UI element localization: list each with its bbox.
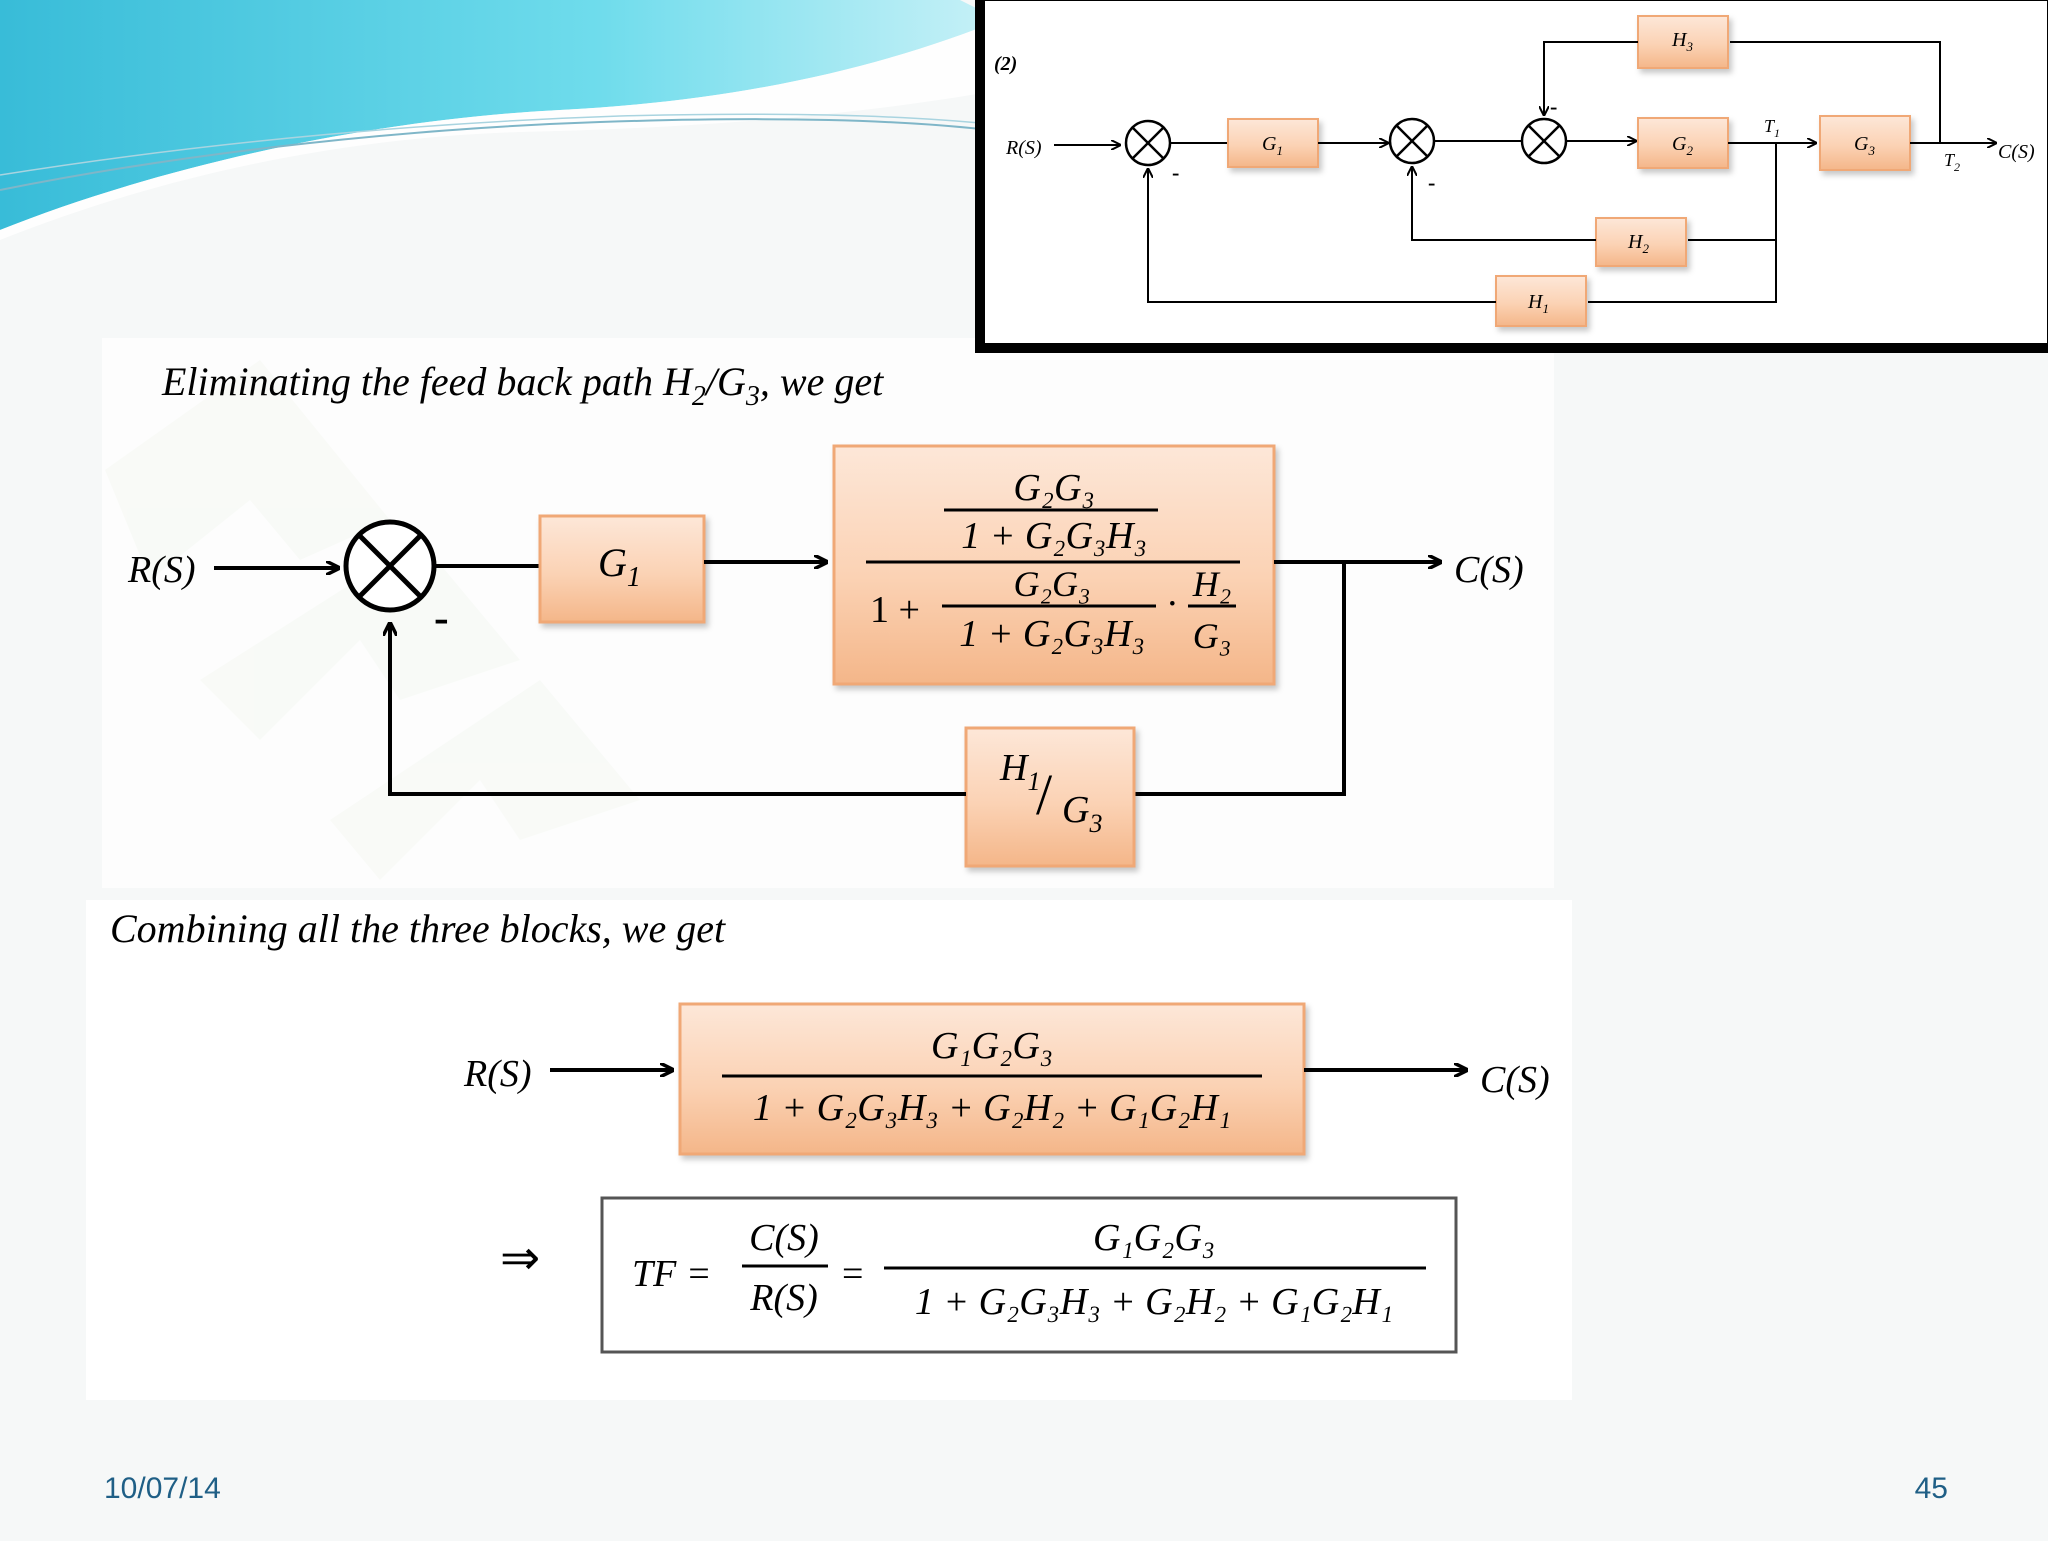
inset-minus-1: - (1172, 160, 1179, 185)
tf-label: TF = (632, 1253, 712, 1295)
equals-sign: = (842, 1253, 863, 1295)
result-num: G₁G₂G₃ (1093, 1217, 1215, 1259)
inset-block-g1: G1 (1227, 118, 1319, 168)
inset-takeoff-t1: T1 (1764, 116, 1780, 140)
svg-text:H2: H2 (1627, 231, 1649, 256)
complex-inner-den: 1 + G₂G₃H₃ (961, 515, 1147, 557)
inset-takeoff-t2: T2 (1944, 150, 1960, 174)
step1-diagram: Eliminating the feed back path H2/G3, we… (127, 359, 1524, 868)
step1-block-feedback: H1 / G3 (964, 726, 1136, 868)
ratio-den: R(S) (749, 1277, 818, 1319)
step1-caption: Eliminating the feed back path H2/G3, we… (161, 359, 884, 412)
complex-second-den: 1 + G₂G₃H₃ (959, 613, 1145, 655)
step1-panel (102, 338, 1554, 888)
svg-text:G1: G1 (1262, 133, 1283, 158)
svg-text:/: / (1036, 762, 1053, 827)
step1-minus-sign: - (434, 593, 449, 642)
inset-block-g2: G2 (1637, 117, 1729, 169)
ratio-num: C(S) (749, 1217, 819, 1259)
combined-num: G₁G₂G₃ (931, 1025, 1053, 1067)
step1-block-complex: G₂G₃ 1 + G₂G₃H₃ 1 + G₂G₃ 1 + G₂G₃H₃ · H₂… (832, 444, 1276, 686)
step1-input-label: R(S) (127, 549, 196, 591)
header-wave (0, 0, 1000, 240)
svg-text:G1: G1 (598, 540, 641, 593)
svg-text:G3: G3 (1854, 133, 1875, 158)
step1-summing-junction (343, 519, 437, 613)
step2-diagram: Combining all the three blocks, we get R… (110, 906, 1550, 1156)
svg-text:H1: H1 (1527, 291, 1549, 316)
implies-arrow: ⇒ (500, 1232, 540, 1285)
step2-output-label: C(S) (1480, 1059, 1550, 1101)
step2-caption: Combining all the three blocks, we get (110, 906, 726, 951)
result-formula: ⇒ TF = C(S) R(S) = G₁G₂G₃ 1 + G₂G₃H₃ + G… (500, 1196, 1458, 1354)
svg-text:H1: H1 (999, 747, 1040, 796)
step1-block-g1: G1 (538, 514, 706, 624)
step2-combined-block: G₁G₂G₃ 1 + G₂G₃H₃ + G₂H₂ + G₁G₂H₁ (678, 1002, 1306, 1156)
inset-input: R(S) (1005, 137, 1042, 159)
svg-text:G2: G2 (1672, 133, 1693, 158)
complex-inner-num: G₂G₃ (1013, 467, 1094, 509)
inset-block-h1: H1 (1495, 275, 1587, 327)
inset-summer-2 (1388, 117, 1436, 165)
inset-label: (2) (994, 53, 1017, 75)
complex-g3: G₃ (1193, 616, 1232, 656)
inset-output: C(S) (1998, 141, 2035, 163)
inset-block-g3: G3 (1819, 115, 1911, 171)
complex-second-num: G₂G₃ (1013, 564, 1090, 604)
svg-text:G3: G3 (1062, 789, 1102, 838)
complex-outer-one: 1 + (870, 589, 920, 631)
inset-minus-3: - (1550, 94, 1557, 119)
step1-output-label: C(S) (1454, 549, 1524, 591)
complex-h2: H₂ (1192, 564, 1232, 604)
combined-den: 1 + G₂G₃H₃ + G₂H₂ + G₁G₂H₁ (753, 1087, 1231, 1129)
inset-summer-1 (1124, 119, 1172, 167)
svg-text:H3: H3 (1671, 29, 1693, 54)
result-den: 1 + G₂G₃H₃ + G₂H₂ + G₁G₂H₁ (915, 1281, 1393, 1323)
footer-page-number: 45 (1914, 1472, 1948, 1505)
complex-dot: · (1166, 583, 1179, 625)
step2-input-label: R(S) (463, 1053, 532, 1095)
inset-block-h2: H2 (1595, 217, 1687, 267)
inset-block-h3: H3 (1637, 15, 1729, 69)
inset-minus-2: - (1428, 170, 1435, 195)
footer-date: 10/07/14 (104, 1472, 221, 1505)
inset-summer-3 (1520, 117, 1568, 165)
inset-diagram: (2) R(S) - G1 - - (975, 0, 2048, 353)
